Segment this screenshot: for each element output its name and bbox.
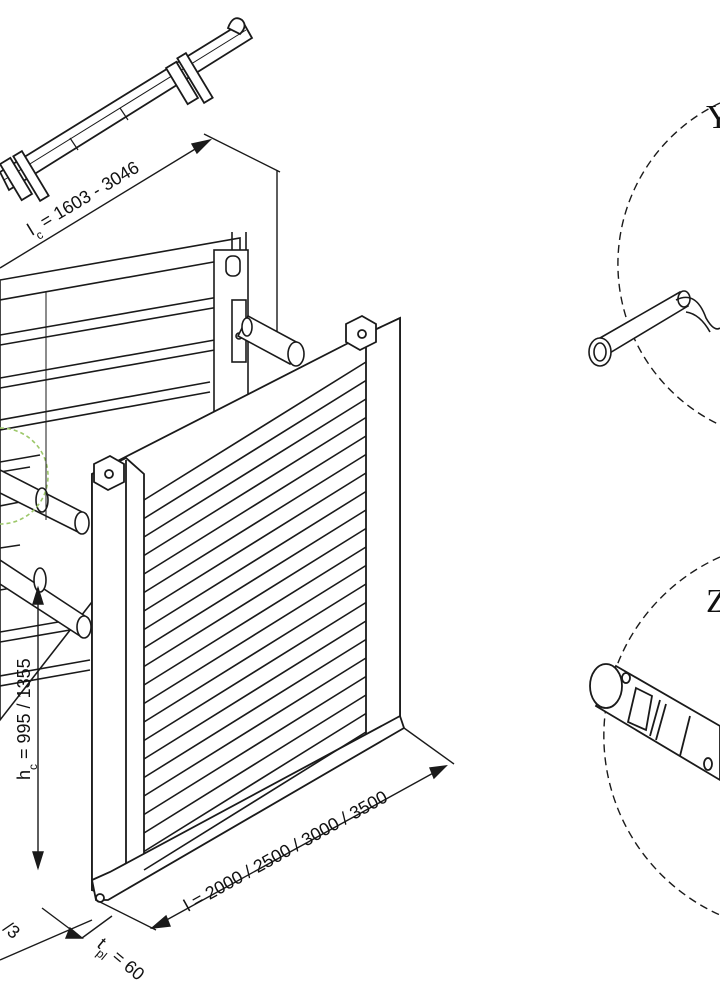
pin-with-clip — [588, 290, 720, 367]
detail-z-circle — [603, 556, 720, 916]
left-struts — [0, 469, 92, 639]
slat-line — [143, 379, 367, 520]
slat-line — [143, 398, 367, 538]
slat-line — [143, 601, 367, 742]
slat-line — [143, 453, 367, 594]
slat-line — [143, 490, 367, 631]
detail-z: Z — [589, 556, 720, 916]
slat-line — [143, 509, 367, 649]
slat-line — [143, 731, 367, 871]
slat-line — [143, 620, 367, 760]
detail-z-letter: Z — [706, 583, 720, 620]
dimension-hc-label: hc = 995 / 1355 — [14, 658, 40, 780]
slat-line — [143, 361, 367, 501]
slat-line — [143, 712, 367, 853]
slat-line — [143, 416, 367, 557]
dimension-tpl — [0, 907, 113, 961]
coupling-pin — [589, 663, 720, 782]
detail-y-marker — [0, 427, 49, 525]
slat-line — [143, 694, 367, 834]
slat-line — [143, 638, 367, 779]
dimension-hc — [32, 292, 47, 871]
detail-y-letter: Y — [706, 99, 720, 136]
back-strut — [236, 314, 305, 367]
top-spreader-beam — [0, 17, 254, 203]
slat-line — [143, 583, 367, 723]
front-panel-slats — [143, 361, 367, 871]
slat-line — [143, 472, 367, 612]
slat-line — [143, 527, 367, 668]
dimension-tpl-label: tpl = 60 — [90, 934, 149, 989]
slat-line — [143, 435, 367, 575]
slat-line — [143, 657, 367, 797]
dimension-partial-label: /3 — [0, 918, 24, 943]
detail-y-circle — [617, 102, 720, 426]
slat-line — [143, 546, 367, 686]
detail-y: Y — [588, 99, 720, 426]
slat-line — [143, 675, 367, 816]
dimension-l — [95, 727, 455, 931]
slat-line — [143, 564, 367, 705]
dimension-lc — [0, 133, 281, 340]
